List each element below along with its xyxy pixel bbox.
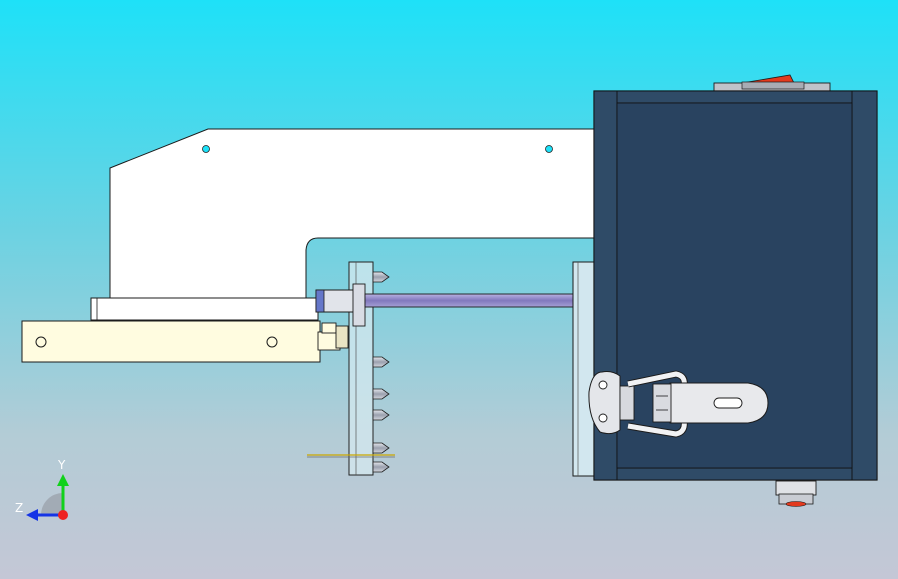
triad-y-arrowhead (57, 474, 69, 486)
plate-pin-2 (372, 356, 390, 368)
frame-hole-left (202, 145, 210, 153)
base-hole-left (35, 336, 47, 348)
base-hole-right (266, 336, 278, 348)
bottom-connector-led (785, 501, 807, 507)
triad-y-label: Y (58, 458, 66, 472)
switch-rocker (741, 81, 805, 90)
enclosure-right-rail (851, 90, 878, 481)
plate-pins (372, 271, 390, 473)
bottom-connector[interactable] (775, 480, 817, 496)
latch-lever (652, 383, 672, 423)
toggle-latch[interactable] (588, 370, 769, 438)
fitting-cap (335, 325, 349, 349)
latch-screw-top (598, 380, 608, 390)
shaft[interactable] (364, 293, 576, 308)
latch-hinge (619, 385, 635, 421)
base-plate[interactable] (90, 297, 319, 321)
fitting-nut (321, 322, 337, 334)
triad-x-origin (58, 510, 68, 520)
plate-pin-3 (372, 388, 390, 400)
enclosure-bottom-rail (593, 467, 878, 481)
coupling-ring (315, 289, 325, 313)
latch-slot (713, 397, 743, 409)
triad-z-label: Z (15, 501, 24, 515)
triad-z-arrowhead (26, 509, 38, 521)
plate-pin-5 (372, 442, 390, 454)
enclosure-top-rail (593, 90, 878, 104)
plate-pin-6 (372, 461, 390, 473)
plate-pin-1 (372, 271, 390, 283)
triad-arc (41, 493, 63, 515)
latch-screw-bottom (598, 413, 608, 423)
latch-plate (588, 371, 621, 435)
coordinate-triad (26, 474, 69, 521)
mount-block[interactable] (572, 261, 596, 477)
plate-pin-4 (372, 409, 390, 421)
frame-hole-right (545, 145, 553, 153)
coupling-collar (352, 283, 366, 327)
